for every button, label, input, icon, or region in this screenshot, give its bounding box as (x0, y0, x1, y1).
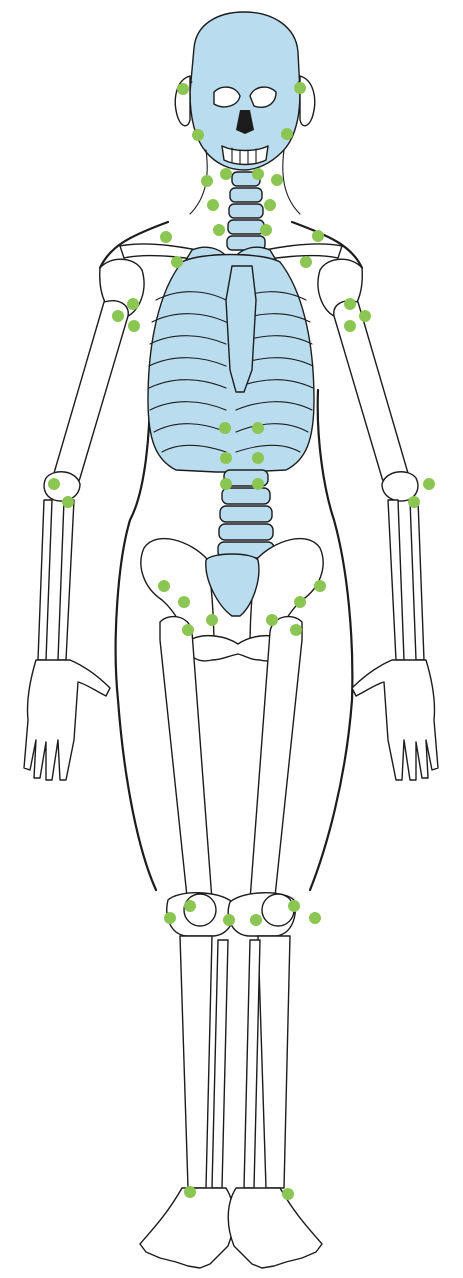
left-foot (140, 1188, 234, 1268)
left-radius (38, 500, 52, 660)
right-hand (352, 660, 438, 780)
landmark-marker (207, 199, 219, 211)
right-tibia (258, 936, 290, 1188)
left-humerus (52, 301, 128, 489)
landmark-marker (213, 224, 225, 236)
left-hand (24, 660, 110, 780)
sternum (226, 266, 256, 392)
landmark-marker (252, 478, 264, 490)
landmark-marker (128, 320, 140, 332)
landmark-marker (309, 912, 321, 924)
cervical-spine (227, 172, 265, 250)
landmark-marker (359, 310, 371, 322)
left-tibia (180, 936, 212, 1188)
landmark-marker (164, 912, 176, 924)
landmark-marker (282, 1188, 294, 1200)
right-fibula (244, 940, 260, 1188)
landmark-marker (184, 900, 196, 912)
landmark-marker (250, 914, 262, 926)
landmark-marker (314, 580, 326, 592)
landmark-marker (300, 256, 312, 268)
left-leg (140, 617, 234, 1268)
landmark-marker (290, 624, 302, 636)
landmark-marker (288, 900, 300, 912)
right-leg (228, 617, 322, 1268)
right-radius (410, 500, 424, 660)
landmark-marker (281, 128, 293, 140)
cranium (190, 12, 300, 170)
right-patella (262, 894, 294, 926)
landmark-marker (223, 914, 235, 926)
landmark-marker (423, 478, 435, 490)
landmark-marker (271, 174, 283, 186)
landmark-marker (206, 614, 218, 626)
landmark-marker (294, 596, 306, 608)
landmark-marker (252, 422, 264, 434)
landmark-marker (219, 422, 231, 434)
landmark-marker (252, 168, 264, 180)
landmark-marker (158, 580, 170, 592)
landmark-marker (192, 129, 204, 141)
landmark-marker (260, 224, 272, 236)
landmark-marker (178, 596, 190, 608)
landmark-marker (184, 1186, 196, 1198)
landmark-marker (182, 624, 194, 636)
landmark-marker (312, 230, 324, 242)
landmark-marker (171, 256, 183, 268)
landmark-marker (112, 310, 124, 322)
landmark-marker (264, 199, 276, 211)
landmark-marker (294, 82, 306, 94)
rib-cage (148, 255, 314, 473)
landmark-marker (220, 168, 232, 180)
left-fibula (212, 940, 228, 1188)
landmark-marker (344, 320, 356, 332)
landmark-marker (177, 83, 189, 95)
landmark-marker (252, 452, 264, 464)
left-arm (24, 301, 128, 780)
landmark-marker (266, 614, 278, 626)
landmark-marker (160, 231, 172, 243)
landmark-marker (62, 496, 74, 508)
landmark-marker (220, 452, 232, 464)
landmark-marker (344, 298, 356, 310)
left-ulna (58, 500, 74, 660)
right-arm (334, 301, 438, 780)
landmark-marker (220, 478, 232, 490)
landmark-marker (408, 496, 420, 508)
landmark-marker (127, 298, 139, 310)
right-ulna (388, 500, 404, 660)
landmark-marker (201, 175, 213, 187)
landmark-marker (48, 478, 60, 490)
right-foot (228, 1188, 322, 1268)
